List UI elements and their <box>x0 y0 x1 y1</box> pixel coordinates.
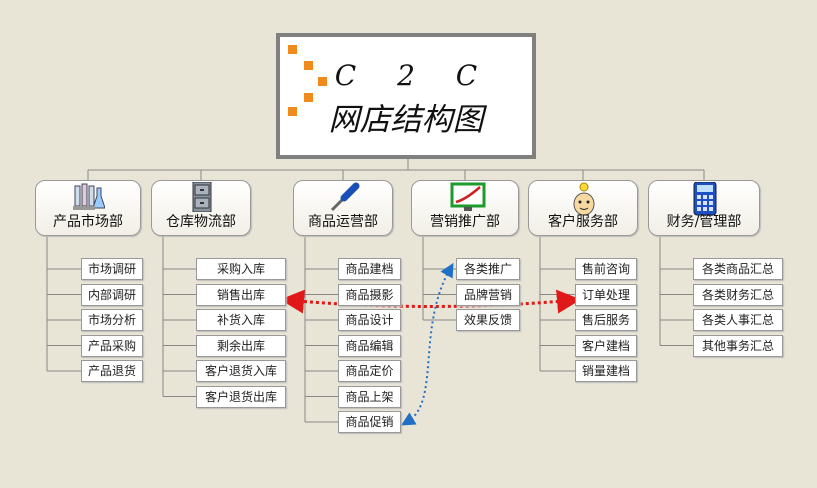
task-item: 各类财务汇总 <box>693 283 783 306</box>
task-item: 其他事务汇总 <box>693 334 783 357</box>
title-line-1: C 2 C <box>334 59 494 92</box>
task-item: 商品定价 <box>338 360 401 382</box>
task-item: 售后服务 <box>575 309 637 331</box>
relationship-arrows <box>280 262 581 426</box>
test-tubes-icon <box>73 182 106 212</box>
department-label: 营销推广部 <box>430 214 500 230</box>
task-item: 产品采购 <box>81 334 143 357</box>
department-label: 产品市场部 <box>53 214 123 230</box>
screwdriver-icon <box>328 182 360 212</box>
department-node: 客户服务部 <box>528 180 638 236</box>
task-item: 品牌营销 <box>456 283 520 306</box>
task-item: 商品设计 <box>338 309 401 331</box>
department-node: 营销推广部 <box>411 180 519 236</box>
task-item: 商品摄影 <box>338 283 401 306</box>
department-label: 客户服务部 <box>548 214 618 230</box>
task-item: 各类人事汇总 <box>693 309 783 331</box>
decor-square-icon <box>288 107 297 116</box>
task-item: 各类推广 <box>456 258 520 280</box>
task-item: 订单处理 <box>575 283 637 306</box>
idea-person-icon <box>568 182 600 216</box>
title-box: C 2 C 网店结构图 <box>276 33 536 159</box>
department-node: 仓库物流部 <box>151 180 251 236</box>
task-item: 产品退货 <box>81 360 143 382</box>
task-item: 效果反馈 <box>456 309 520 331</box>
task-item: 剩余出库 <box>196 334 286 357</box>
task-item: 售前咨询 <box>575 258 637 280</box>
connector-lines <box>46 159 705 423</box>
task-item: 客户退货入库 <box>196 360 286 382</box>
title-line-2: 网店结构图 <box>328 102 484 138</box>
task-item: 商品上架 <box>338 385 401 408</box>
task-item: 各类商品汇总 <box>693 258 783 280</box>
chart-monitor-icon <box>450 182 486 212</box>
task-item: 内部调研 <box>81 283 143 306</box>
task-item: 市场调研 <box>81 258 143 280</box>
task-item: 商品建档 <box>338 258 401 280</box>
blue-dotted-arrow <box>400 262 454 426</box>
task-item: 商品促销 <box>338 411 401 433</box>
department-node: 财务/管理部 <box>648 180 760 236</box>
decor-square-icon <box>318 77 327 86</box>
filing-cabinet-icon <box>186 181 218 213</box>
department-node: 产品市场部 <box>35 180 141 236</box>
task-item: 补货入库 <box>196 309 286 331</box>
department-label: 财务/管理部 <box>666 214 742 230</box>
decor-square-icon <box>304 93 313 102</box>
decor-square-icon <box>304 61 313 70</box>
calculator-icon <box>689 181 721 216</box>
task-item: 客户建档 <box>575 334 637 357</box>
red-dotted-arrow <box>280 289 581 314</box>
task-item: 客户退货出库 <box>196 385 286 408</box>
task-item: 采购入库 <box>196 258 286 280</box>
task-item: 销量建档 <box>575 360 637 382</box>
department-label: 商品运营部 <box>308 214 378 230</box>
task-item: 销售出库 <box>196 283 286 306</box>
task-item: 市场分析 <box>81 309 143 331</box>
decor-square-icon <box>288 45 297 54</box>
department-label: 仓库物流部 <box>166 214 236 230</box>
department-node: 商品运营部 <box>293 180 393 236</box>
task-item: 商品编辑 <box>338 334 401 357</box>
